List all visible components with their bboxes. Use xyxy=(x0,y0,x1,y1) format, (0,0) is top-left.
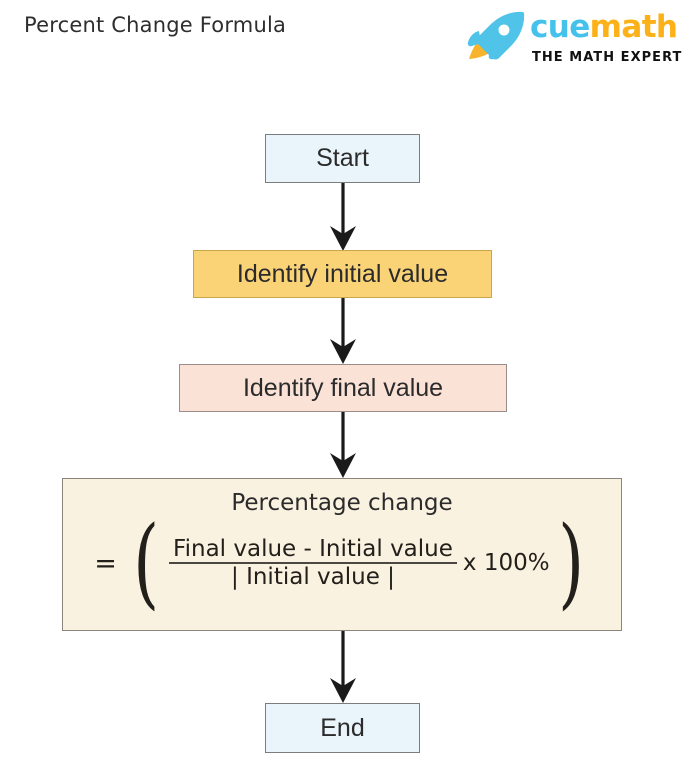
fraction-denominator: | Initial value | xyxy=(231,564,395,591)
formula-expression: = ( Final value - Initial value | Initia… xyxy=(63,506,621,620)
brand-wordmark-cue: cue xyxy=(530,9,590,45)
fraction-bar xyxy=(169,562,457,565)
arrow-formula-to-end xyxy=(330,631,356,703)
arrow-start-to-initial xyxy=(330,182,356,251)
flow-node-end[interactable]: End xyxy=(265,703,420,753)
formula-fraction: Final value - Initial value | Initial va… xyxy=(169,536,457,590)
formula-heading: Percentage change xyxy=(231,490,453,516)
formula-multiplier: x 100% xyxy=(462,550,550,577)
rocket-icon xyxy=(467,11,525,60)
brand-tagline: THE MATH EXPERT xyxy=(532,49,683,65)
fraction-numerator: Final value - Initial value xyxy=(173,536,453,563)
page-title: Percent Change Formula xyxy=(24,13,287,37)
brand-wordmark-math: math xyxy=(589,9,678,45)
flow-node-identify-initial-value[interactable]: Identify initial value xyxy=(193,250,492,298)
arrow-final-to-formula xyxy=(330,412,356,478)
flow-node-percentage-change-formula[interactable]: Percentage change = ( Final value - Init… xyxy=(62,478,622,631)
flow-node-start[interactable]: Start xyxy=(265,134,420,183)
brand-wordmark: cuemath xyxy=(530,9,678,45)
parenthesis-open: ( xyxy=(132,506,159,620)
brand-logo: cuemath THE MATH EXPERT xyxy=(466,8,681,68)
arrow-initial-to-final xyxy=(330,298,356,364)
parenthesis-close: ) xyxy=(557,506,584,620)
flow-node-identify-final-value[interactable]: Identify final value xyxy=(179,364,507,412)
equals-sign: = xyxy=(94,547,117,579)
